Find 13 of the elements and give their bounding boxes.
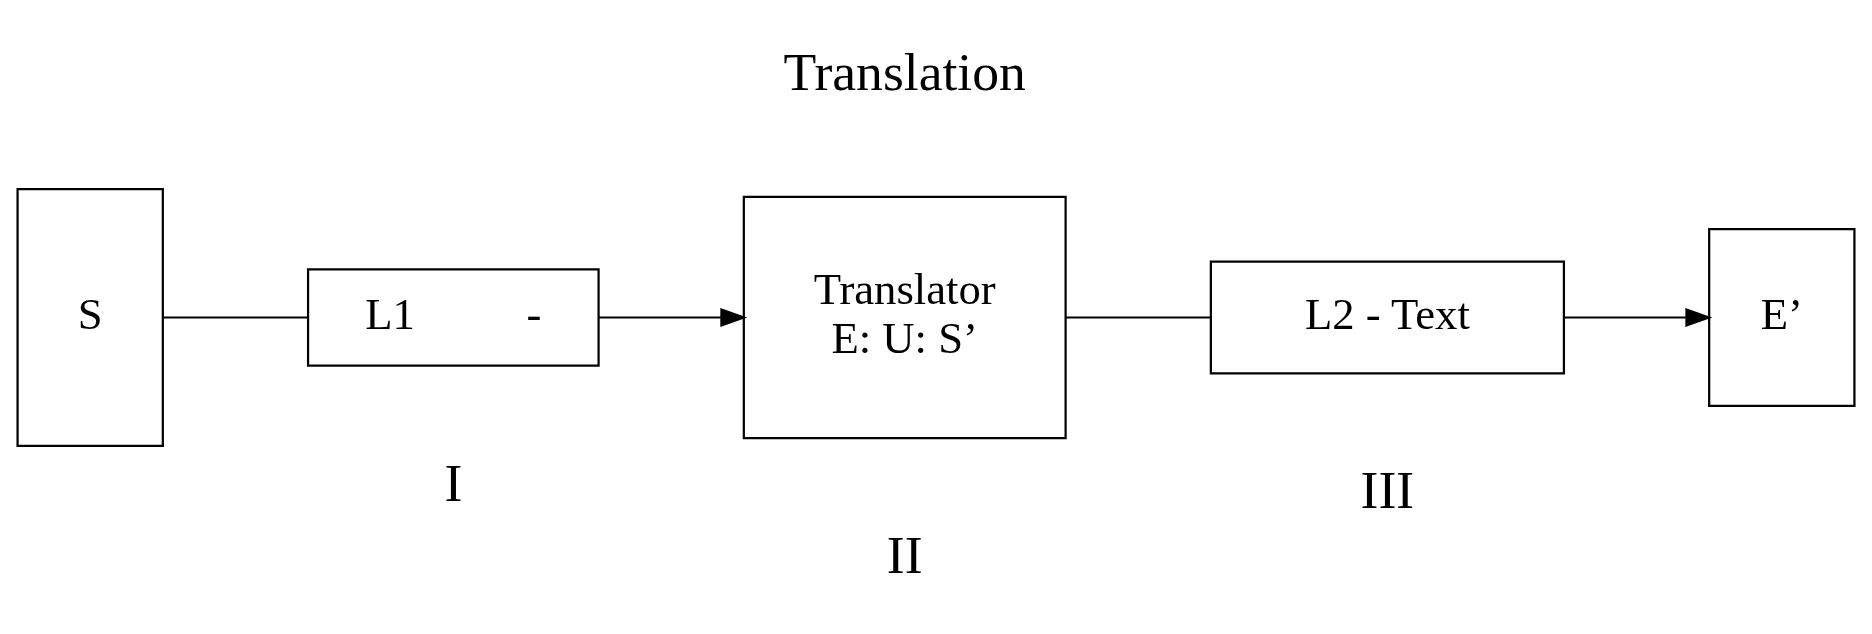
label: Translation — [783, 41, 1026, 102]
connector — [1066, 315, 1211, 319]
node-box: E’ — [1708, 227, 1856, 407]
node-box: L2 - Text — [1209, 260, 1566, 374]
node-box: S — [16, 187, 164, 447]
node-box: L1 - — [306, 267, 600, 367]
label: I — [444, 452, 463, 513]
node-box: Translator E: U: S’ — [742, 195, 1067, 439]
arrow — [1564, 307, 1713, 327]
arrow — [598, 307, 748, 327]
connector — [163, 315, 308, 319]
label: II — [886, 524, 923, 585]
label: III — [1360, 459, 1415, 520]
